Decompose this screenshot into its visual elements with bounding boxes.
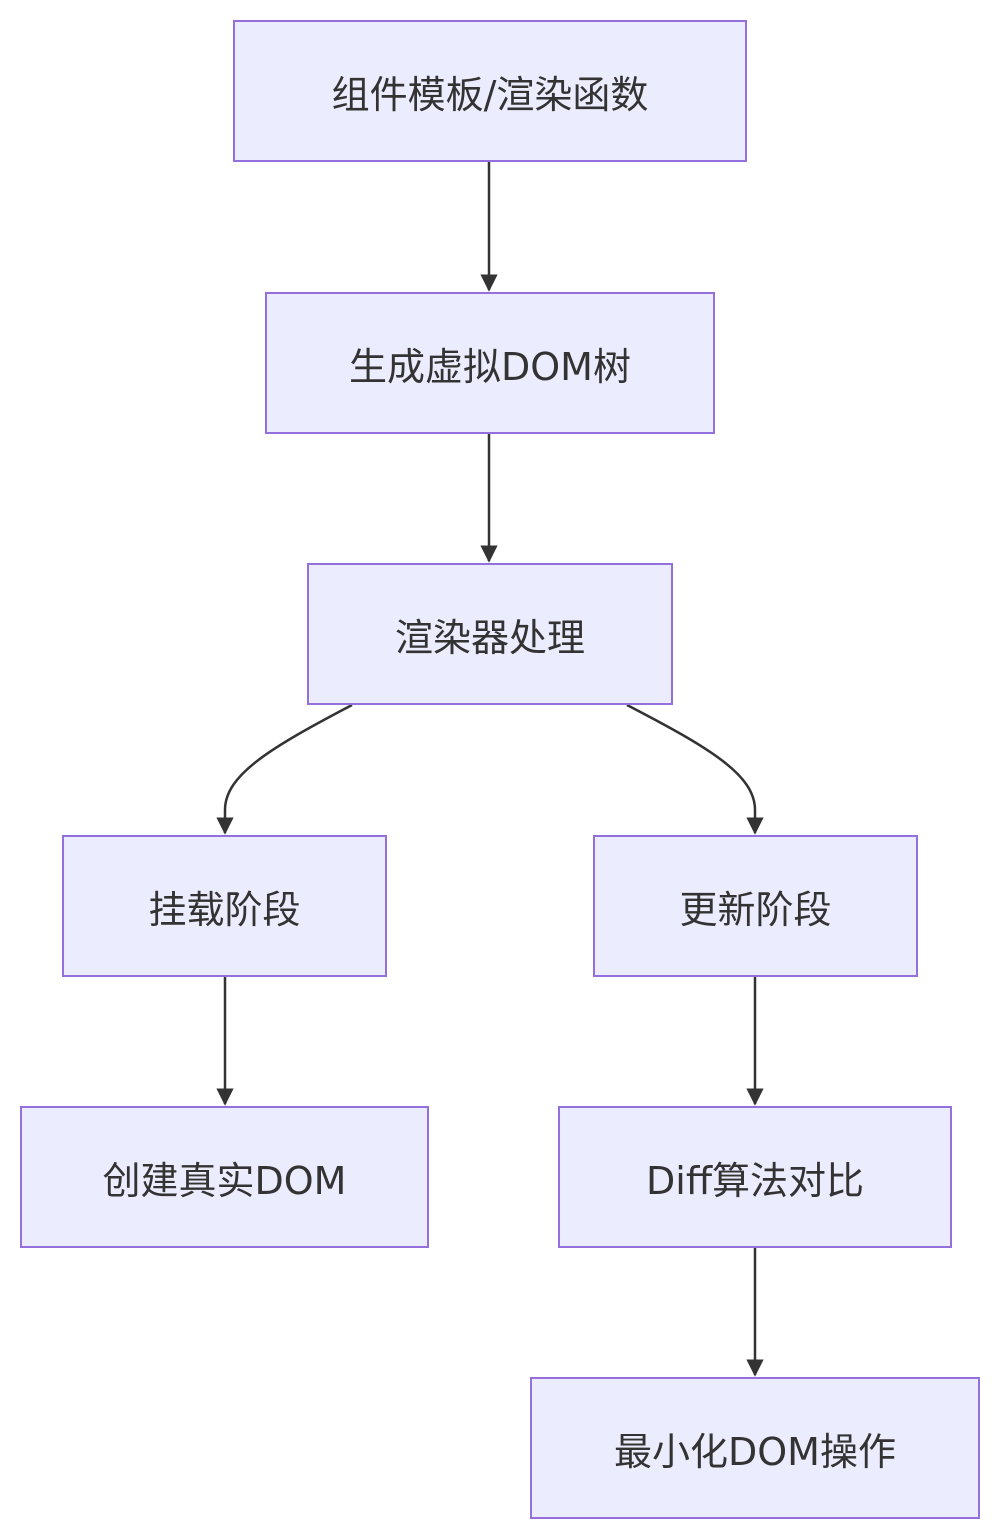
node-vdom-label: 生成虚拟DOM树 (349, 344, 631, 389)
node-real-dom: 创建真实DOM (20, 1106, 429, 1248)
node-diff-label: Diff算法对比 (646, 1158, 864, 1203)
node-vdom: 生成虚拟DOM树 (265, 292, 715, 434)
node-minimal-ops: 最小化DOM操作 (530, 1377, 980, 1519)
node-minimal-ops-label: 最小化DOM操作 (614, 1429, 896, 1474)
node-diff: Diff算法对比 (558, 1106, 952, 1248)
node-update-label: 更新阶段 (679, 887, 832, 932)
node-mount-label: 挂载阶段 (148, 887, 301, 932)
node-real-dom-label: 创建真实DOM (102, 1158, 347, 1203)
edge-renderer-to-mount (216, 703, 353, 835)
node-update: 更新阶段 (593, 835, 918, 977)
node-template: 组件模板/渲染函数 (233, 20, 747, 162)
node-template-label: 组件模板/渲染函数 (331, 72, 649, 117)
edge-renderer-to-update (626, 703, 764, 835)
node-renderer-label: 渲染器处理 (394, 615, 585, 660)
node-renderer: 渲染器处理 (307, 563, 673, 705)
node-mount: 挂载阶段 (62, 835, 387, 977)
